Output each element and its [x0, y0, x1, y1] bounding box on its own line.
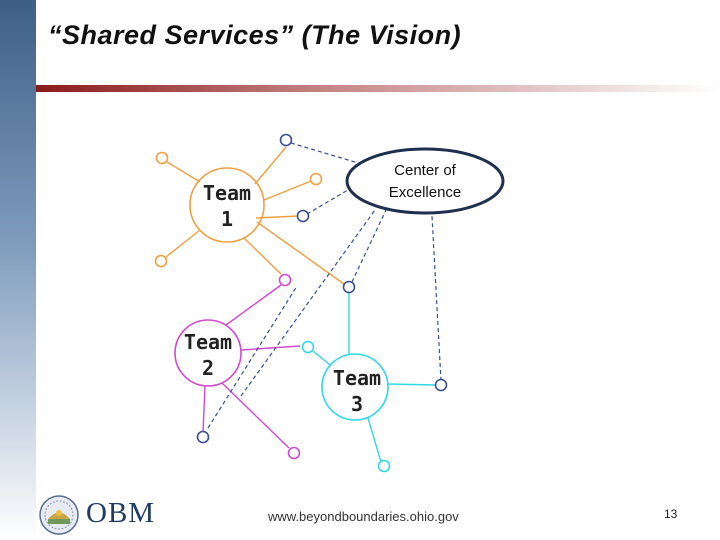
- team-2-circle: [174, 319, 242, 387]
- team-2-spoke: [225, 284, 282, 326]
- team-1-spoke: [243, 237, 282, 275]
- dark-node: [342, 280, 356, 294]
- coe-label: Center of Excellence: [353, 160, 497, 204]
- coe-dashed-link: [351, 209, 387, 283]
- team-1-node: [155, 151, 169, 165]
- team-3-label-line-1: Team: [332, 366, 382, 390]
- team-2-label: Team 2: [172, 329, 244, 381]
- team-1-spoke: [165, 229, 201, 258]
- left-accent-bar: [0, 0, 36, 540]
- team-2-spoke: [240, 345, 301, 351]
- team-1-spoke: [263, 180, 312, 201]
- coe-label-line-2: Excellence: [388, 184, 462, 201]
- footer-url[interactable]: www.beyondboundaries.ohio.gov: [268, 509, 459, 524]
- dark-nodes: [196, 133, 448, 444]
- team-1-label-line-2: 1: [220, 207, 234, 231]
- slide-title: “Shared Services” (The Vision): [48, 20, 462, 50]
- team-2-spoke: [202, 385, 206, 433]
- title-divider: [36, 85, 720, 92]
- footer-org-name: OBM: [86, 497, 156, 529]
- team-1-circle: [189, 167, 265, 243]
- team-1-label-line-1: Team: [202, 181, 252, 205]
- team-1-spoke: [256, 221, 345, 285]
- team-1-network: [154, 146, 345, 285]
- team-3-node: [301, 340, 315, 354]
- team-3-network: [301, 292, 437, 473]
- dark-node: [279, 133, 293, 147]
- dark-node: [434, 378, 448, 392]
- team-2-label-line-1: Team: [183, 330, 233, 354]
- dark-node: [196, 430, 210, 444]
- team-2-node: [287, 446, 301, 460]
- coe-dashed-link: [240, 209, 376, 397]
- team-2-label-line-2: 2: [201, 356, 215, 380]
- team-2-spoke: [221, 382, 290, 449]
- coe-dashed-link: [431, 215, 442, 382]
- page-number: 13: [664, 507, 678, 521]
- ohio-seal-icon: [39, 495, 79, 535]
- team-1-node: [154, 254, 168, 268]
- team-3-spoke: [312, 350, 331, 366]
- team-1-spoke: [166, 161, 201, 183]
- team-1-spoke: [255, 215, 299, 219]
- team-3-spoke: [386, 383, 437, 386]
- team-3-node: [377, 459, 391, 473]
- team-3-label: Team 3: [321, 365, 393, 417]
- team-1-spoke: [254, 146, 287, 185]
- coe-ellipse: [345, 147, 505, 215]
- team-2-network: [174, 273, 301, 460]
- dark-node: [296, 209, 310, 223]
- team-2-node: [278, 273, 292, 287]
- coe-label-line-1: Center of: [394, 162, 456, 179]
- team-1-node: [309, 172, 323, 186]
- team-3-label-line-2: 3: [350, 392, 364, 416]
- team-3-circle: [321, 353, 389, 421]
- team-3-spoke: [367, 417, 382, 463]
- team-1-label: Team 1: [192, 180, 262, 232]
